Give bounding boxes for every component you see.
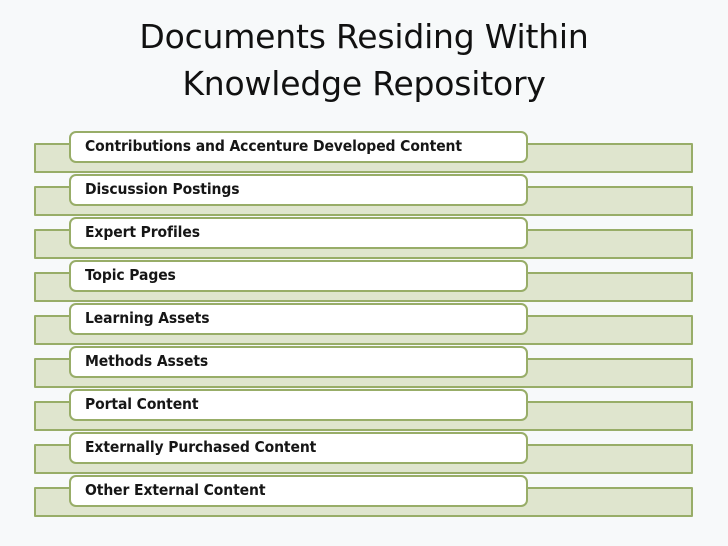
list-item-label: Portal Content [85,395,199,414]
list-item-box[interactable]: Topic Pages [69,260,528,292]
list-item[interactable]: Learning Assets [0,297,728,345]
list-item[interactable]: Other External Content [0,469,728,517]
list-item[interactable]: Externally Purchased Content [0,426,728,474]
list-item-label: Other External Content [85,481,266,500]
list-item-label: Contributions and Accenture Developed Co… [85,137,462,156]
knowledge-repository-list: Contributions and Accenture Developed Co… [0,125,728,525]
list-item-label: Learning Assets [85,309,210,328]
list-item-box[interactable]: Portal Content [69,389,528,421]
list-item-box[interactable]: Learning Assets [69,303,528,335]
list-item-box[interactable]: Externally Purchased Content [69,432,528,464]
list-item-box[interactable]: Other External Content [69,475,528,507]
list-item-label: Externally Purchased Content [85,438,317,457]
list-item[interactable]: Discussion Postings [0,168,728,216]
list-item-label: Expert Profiles [85,223,200,242]
list-item-label: Methods Assets [85,352,209,371]
list-item[interactable]: Portal Content [0,383,728,431]
list-item[interactable]: Topic Pages [0,254,728,302]
list-item-box[interactable]: Expert Profiles [69,217,528,249]
list-item-box[interactable]: Contributions and Accenture Developed Co… [69,131,528,163]
list-item-box[interactable]: Methods Assets [69,346,528,378]
list-item-label: Topic Pages [85,266,176,285]
list-item-box[interactable]: Discussion Postings [69,174,528,206]
list-item-label: Discussion Postings [85,180,240,199]
list-item[interactable]: Expert Profiles [0,211,728,259]
page-title: Documents Residing Within Knowledge Repo… [139,17,589,103]
list-item[interactable]: Contributions and Accenture Developed Co… [0,125,728,173]
list-item[interactable]: Methods Assets [0,340,728,388]
